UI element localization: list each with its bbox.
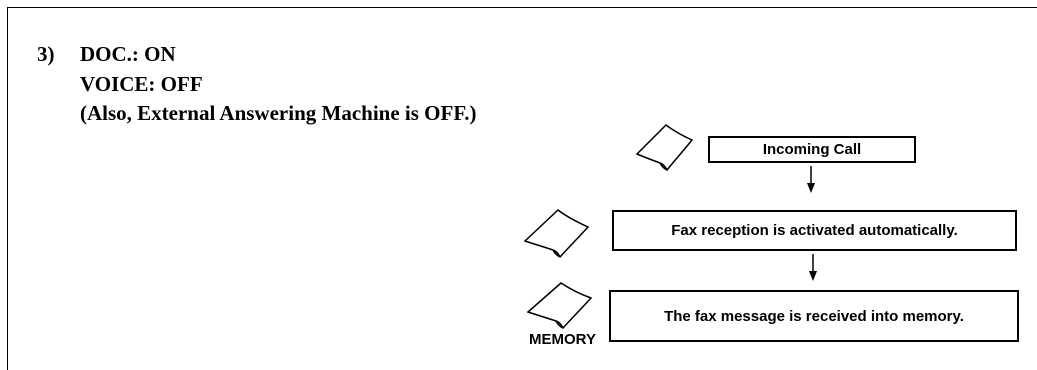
setting-voice: VOICE: OFF [80,72,203,96]
setting-note: (Also, External Answering Machine is OFF… [80,101,477,125]
diagram-frame [7,7,1037,370]
step-number: 3) [37,42,55,66]
setting-doc: DOC.: ON [80,42,176,66]
document-icon [526,282,593,329]
flow-step-label: Incoming Call [762,141,862,158]
flow-step-fax-reception: Fax reception is activated automatically… [612,210,1017,251]
memory-label: MEMORY [529,331,596,348]
flow-step-label: Fax reception is activated automatically… [671,222,958,239]
arrow-down-icon [809,254,817,281]
flow-step-label: The fax message is received into memory. [664,307,964,325]
flow-step-received-memory: The fax message is received into memory. [609,290,1019,342]
flow-step-incoming-call: Incoming Call [708,136,916,163]
document-icon [523,209,590,258]
arrow-down-icon [807,166,815,193]
document-icon [635,124,694,171]
